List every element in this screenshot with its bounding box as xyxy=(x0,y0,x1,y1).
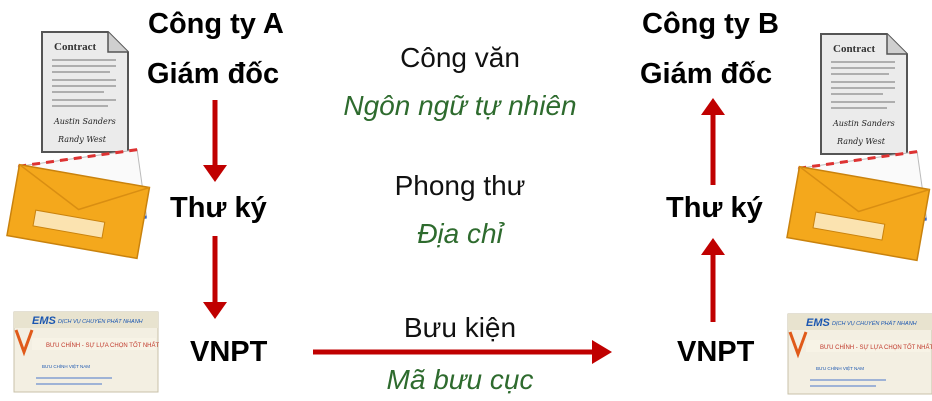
company-a-label: Công ty A xyxy=(148,8,284,40)
ems-tagline-a: DỊCH VỤ CHUYỂN PHÁT NHANH xyxy=(58,318,143,325)
contract-heading-b: Contract xyxy=(833,43,875,55)
arrowhead-vnpt-to-secretary-b xyxy=(701,238,725,255)
contract-signature-1-b: Austin Sanders xyxy=(832,119,895,128)
layer-3-addressing: Mã bưu cục xyxy=(386,364,534,395)
arrowhead-secretary-to-vnpt-a xyxy=(203,302,227,319)
contract-signature-2-b: Randy West xyxy=(836,137,886,146)
contract-signature-2-a: Randy West xyxy=(57,135,107,144)
ems-slogan-b: BƯU CHÍNH - SỰ LỰA CHỌN TỐT NHẤT xyxy=(820,344,932,351)
secretary-b-label: Thư ký xyxy=(666,192,763,224)
envelope-b-icon xyxy=(786,150,931,262)
ems-org-a: BƯU CHÍNH VIỆT NAM xyxy=(42,362,90,369)
ems-slogan-a: BƯU CHÍNH - SỰ LỰA CHỌN TỐT NHẤT xyxy=(46,342,159,349)
director-b-label: Giám đốc xyxy=(640,58,773,90)
company-b-label: Công ty B xyxy=(642,8,779,40)
layer-2-addressing: Địa chỉ xyxy=(417,218,503,249)
vnpt-b-label: VNPT xyxy=(677,336,755,368)
ems-package-b-icon: EMS DỊCH VỤ CHUYỂN PHÁT NHANH BƯU CHÍNH … xyxy=(787,313,932,395)
arrowhead-secretary-to-director-b xyxy=(701,98,725,115)
ems-package-a-icon: EMS DỊCH VỤ CHUYỂN PHÁT NHANH BƯU CHÍNH … xyxy=(13,311,159,393)
vnpt-a-label: VNPT xyxy=(190,336,268,368)
layer-2-object: Phong thư xyxy=(394,170,526,201)
arrowhead-director-to-secretary-a xyxy=(203,165,227,182)
layer-3-object: Bưu kiện xyxy=(403,312,517,343)
layer-1-object: Công văn xyxy=(400,42,520,73)
contract-signature-1-a: Austin Sanders xyxy=(53,117,116,126)
ems-org-b: BƯU CHÍNH VIỆT NAM xyxy=(816,364,864,371)
envelope-a-icon xyxy=(6,148,151,260)
layer-1-addressing: Ngôn ngữ tự nhiên xyxy=(343,90,577,121)
ems-logo-b: EMS xyxy=(806,317,831,329)
secretary-a-label: Thư ký xyxy=(170,192,267,224)
contract-document-b-icon: Contract Austin Sanders Randy West xyxy=(820,33,908,155)
contract-heading-a: Contract xyxy=(54,41,96,53)
arrowhead-vnpt-a-to-vnpt-b xyxy=(592,340,612,364)
director-a-label: Giám đốc xyxy=(147,58,280,90)
ems-tagline-b: DỊCH VỤ CHUYỂN PHÁT NHANH xyxy=(832,320,917,327)
contract-document-a-icon: Contract Austin Sanders Randy West xyxy=(41,31,129,153)
ems-logo-a: EMS xyxy=(32,315,57,327)
